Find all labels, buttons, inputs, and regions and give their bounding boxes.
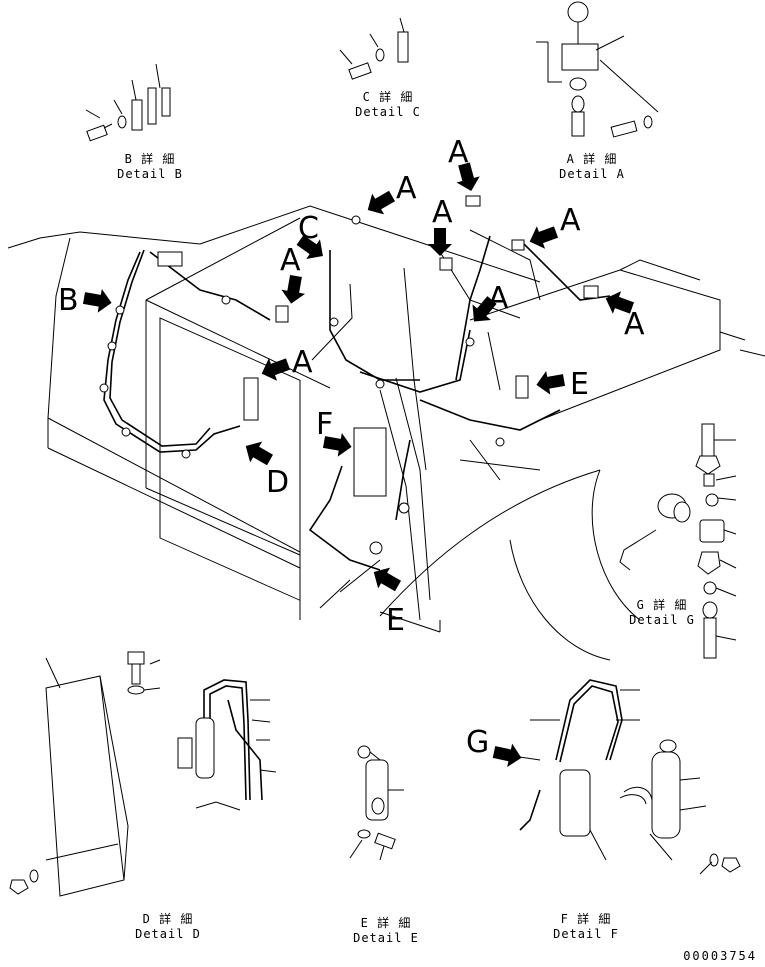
detail-c-caption: C 詳 細 Detail C	[348, 90, 428, 120]
detail-e-en: Detail E	[353, 931, 419, 945]
callout-a-4: A	[560, 203, 581, 238]
detail-d-jp: D 詳 細	[142, 912, 194, 926]
callout-a-1: A	[396, 171, 417, 206]
callout-a-2: A	[448, 135, 469, 170]
detail-f-caption: F 詳 細 Detail F	[546, 912, 626, 942]
detail-a-parts	[536, 1, 659, 138]
detail-b-en: Detail B	[117, 167, 183, 181]
callout-a-7: A	[624, 307, 645, 342]
callout-g: G	[466, 725, 490, 760]
detail-a-jp: A 詳 細	[566, 152, 618, 166]
callout-e-1: E	[570, 367, 589, 402]
detail-c-jp: C 詳 細	[362, 90, 414, 104]
callout-a-3: A	[432, 195, 453, 230]
detail-f-parts	[492, 679, 741, 875]
detail-e-caption: E 詳 細 Detail E	[346, 916, 426, 946]
detail-d-en: Detail D	[135, 927, 201, 941]
callout-c: C	[298, 211, 319, 246]
callout-f: F	[316, 407, 334, 442]
detail-e-jp: E 詳 細	[360, 916, 412, 930]
callout-e-2: E	[386, 603, 405, 638]
detail-b-parts	[85, 63, 171, 142]
detail-e-parts	[349, 745, 404, 861]
detail-g-caption: G 詳 細 Detail G	[622, 598, 702, 628]
detail-f-en: Detail F	[553, 927, 619, 941]
detail-b-jp: B 詳 細	[124, 152, 176, 166]
detail-a-caption: A 詳 細 Detail A	[552, 152, 632, 182]
callout-arrows	[82, 162, 635, 592]
detail-b-caption: B 詳 細 Detail B	[110, 152, 190, 182]
detail-a-en: Detail A	[559, 167, 625, 181]
detail-g-jp: G 詳 細	[636, 598, 688, 612]
detail-g-en: Detail G	[629, 613, 695, 627]
detail-c-en: Detail C	[355, 105, 421, 119]
detail-c-parts	[339, 17, 409, 80]
callout-a-5: A	[280, 243, 301, 278]
detail-f-jp: F 詳 細	[560, 912, 612, 926]
detail-d-caption: D 詳 細 Detail D	[128, 912, 208, 942]
machine-body	[7, 205, 765, 661]
callout-a-6: A	[488, 281, 509, 316]
piping-runs	[103, 235, 611, 571]
detail-d-parts	[9, 651, 277, 897]
callout-a-8: A	[292, 345, 313, 380]
fittings	[99, 195, 599, 555]
callout-b: B	[58, 283, 79, 318]
detail-g-parts	[619, 423, 737, 659]
callout-d: D	[266, 465, 290, 500]
document-number: 00003754	[683, 949, 757, 963]
